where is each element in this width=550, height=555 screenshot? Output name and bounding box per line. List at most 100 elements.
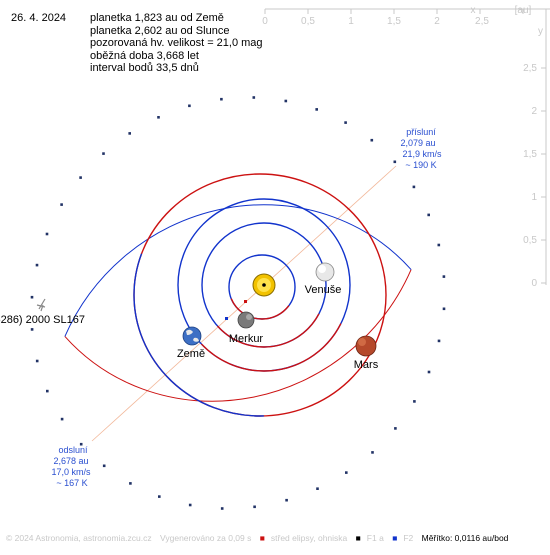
legend-f1-marker: ■ bbox=[355, 533, 361, 543]
legend-center-label: střed elipsy, ohniska bbox=[270, 533, 348, 543]
orbit-point bbox=[79, 176, 82, 179]
orbit-point bbox=[370, 138, 374, 142]
y-tick-label: 0,5 bbox=[523, 235, 537, 246]
orbit-point bbox=[345, 471, 348, 474]
orbit-point bbox=[158, 495, 161, 498]
x-tick-label: 2,5 bbox=[475, 16, 489, 27]
asteroid-position-dots bbox=[30, 96, 446, 510]
aphelion-speed: 17,0 km/s bbox=[51, 467, 91, 477]
sun-icon bbox=[252, 273, 276, 297]
info-line: oběžná doba 3,668 let bbox=[90, 49, 199, 62]
info-line: pozorovaná hv. velikost = 21,0 mag bbox=[90, 37, 263, 49]
mars-icon bbox=[355, 335, 377, 357]
orbit-point bbox=[412, 185, 416, 189]
legend-center-marker: ■ bbox=[259, 533, 265, 543]
orbit-point bbox=[188, 503, 192, 507]
mars-orbit-blue bbox=[133, 173, 387, 417]
aphelion-title: odsluní bbox=[58, 445, 88, 455]
perihelion-speed: 21,9 km/s bbox=[402, 149, 442, 159]
venus-label: Venuše bbox=[305, 284, 342, 296]
asteroid-icon bbox=[36, 298, 46, 312]
orbit-point bbox=[102, 464, 106, 468]
orbit-point bbox=[442, 275, 446, 278]
orbit-point bbox=[393, 160, 397, 164]
earth-icon bbox=[182, 326, 202, 346]
x-tick-label: 1,5 bbox=[387, 16, 401, 27]
info-line: interval bodů 33,5 dnů bbox=[90, 62, 199, 74]
x-axis: 0 0,5 1 1,5 2 2,5 x [au] bbox=[262, 5, 550, 27]
asteroid-orbit bbox=[64, 204, 412, 402]
mars-label: Mars bbox=[354, 359, 379, 371]
orbit-point bbox=[157, 116, 160, 119]
venus-orbit-red bbox=[201, 222, 327, 348]
date-label: 26. 4. 2024 bbox=[11, 12, 67, 24]
y-tick-label: 2 bbox=[531, 106, 537, 117]
y-axis: 2,5 2 1,5 1 0,5 0 y bbox=[523, 9, 547, 289]
orbit-point bbox=[442, 307, 446, 311]
x-tick-label: 1 bbox=[348, 16, 354, 27]
orbit-point bbox=[316, 487, 319, 490]
x-axis-symbol: x bbox=[471, 5, 476, 16]
legend-f2-label: F2 bbox=[403, 533, 414, 543]
y-tick-label: 1 bbox=[531, 192, 537, 203]
orbit-point bbox=[60, 417, 64, 421]
orbit-point bbox=[427, 370, 431, 374]
legend-f2-marker: ■ bbox=[392, 533, 398, 543]
legend-f1-label: F1 a bbox=[366, 533, 384, 543]
mercury-label: Merkur bbox=[229, 333, 264, 345]
asteroid-info: planetka 1,823 au od Země planetka 2,602… bbox=[90, 12, 263, 75]
orbit-point bbox=[437, 339, 441, 343]
asteroid-orbit-blue-arc bbox=[64, 204, 412, 337]
info-line: planetka 1,823 au od Země bbox=[90, 12, 224, 24]
orbit-point bbox=[128, 132, 131, 135]
orbit-point bbox=[60, 203, 63, 206]
x-tick-label: 2 bbox=[434, 16, 440, 27]
orbit-point bbox=[46, 389, 49, 393]
x-tick-label: 0 bbox=[262, 16, 268, 27]
orbit-point bbox=[437, 243, 441, 247]
axis-unit-label: [au] bbox=[515, 5, 532, 16]
orbit-point bbox=[129, 482, 132, 485]
orbit-point bbox=[344, 121, 347, 124]
orbit-point bbox=[220, 507, 224, 510]
orbit-point bbox=[253, 505, 256, 509]
orbit-point bbox=[45, 232, 49, 236]
perihelion-title: přísluní bbox=[406, 127, 436, 137]
venus-icon bbox=[315, 262, 335, 282]
generated-time: Vygenerováno za 0,09 s bbox=[160, 533, 252, 543]
orbit-point bbox=[284, 99, 288, 103]
aphelion-annotation: odsluní 2,678 au 17,0 km/s ~ 167 K bbox=[51, 445, 91, 488]
orbit-point bbox=[285, 498, 288, 502]
mercury-icon bbox=[237, 311, 255, 329]
y-tick-label: 2,5 bbox=[523, 63, 537, 74]
perihelion-temp: ~ 190 K bbox=[405, 160, 436, 170]
orbit-point bbox=[252, 96, 256, 99]
orbit-point bbox=[30, 295, 34, 299]
apsis-line bbox=[91, 165, 397, 442]
orbit-point bbox=[30, 328, 34, 331]
aphelion-temp: ~ 167 K bbox=[56, 478, 87, 488]
orbit-point bbox=[188, 104, 191, 108]
ellipse-center-marker bbox=[244, 300, 247, 303]
y-tick-label: 1,5 bbox=[523, 149, 537, 160]
orbit-point bbox=[371, 451, 374, 454]
orbit-point bbox=[35, 359, 39, 363]
focus-marker bbox=[225, 317, 228, 320]
perihelion-distance: 2,079 au bbox=[400, 138, 435, 148]
orbit-point bbox=[79, 442, 83, 446]
scale-label: Měřítko: 0,0116 au/bod bbox=[421, 533, 509, 543]
aphelion-distance: 2,678 au bbox=[53, 456, 88, 466]
earth-label: Země bbox=[177, 348, 205, 360]
earth-orbit-red bbox=[177, 198, 351, 372]
y-axis-symbol: y bbox=[538, 26, 543, 37]
asteroid-orbit-red-arc bbox=[64, 269, 412, 402]
asteroid-label: (155286) 2000 SL167 bbox=[0, 314, 85, 326]
mercury-orbit-red bbox=[228, 254, 296, 320]
copyright-link[interactable]: © 2024 Astronomia, astronomia.zcu.cz bbox=[6, 533, 152, 543]
x-tick-label: 0,5 bbox=[301, 16, 315, 27]
orbit-point bbox=[394, 427, 397, 430]
orbit-point bbox=[315, 108, 318, 111]
orbit-point bbox=[102, 152, 105, 155]
